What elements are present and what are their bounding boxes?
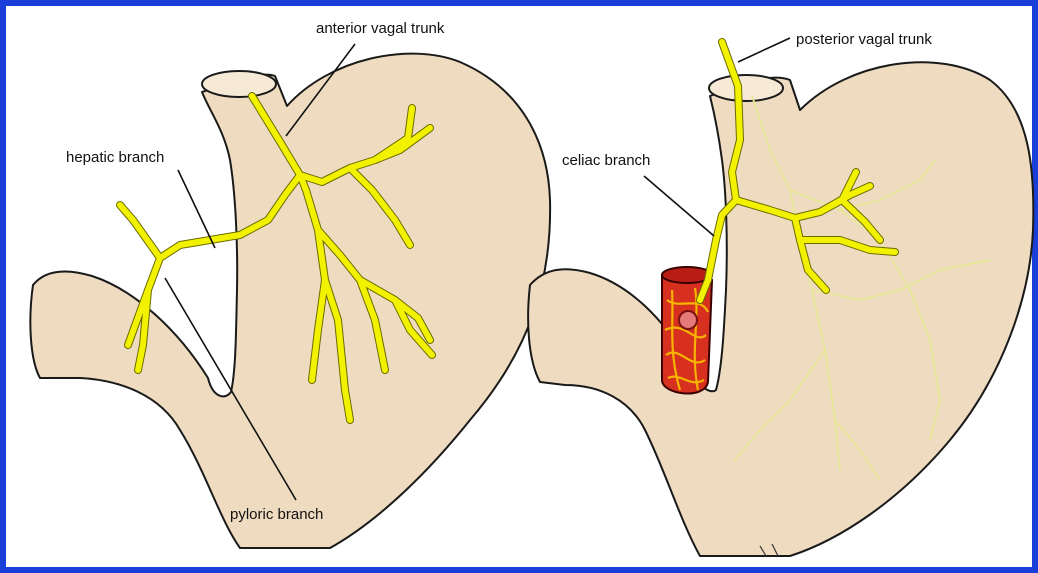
label-posterior-vagal-trunk: posterior vagal trunk <box>796 31 932 48</box>
left-stomach-body <box>30 54 550 548</box>
right-stomach-body <box>528 62 1033 556</box>
leader-celiac-branch <box>644 176 714 236</box>
label-anterior-vagal-trunk: anterior vagal trunk <box>316 20 445 37</box>
label-hepatic-branch: hepatic branch <box>66 149 164 166</box>
leader-posterior-vagal-trunk <box>738 38 790 62</box>
right-esophagus-opening <box>709 75 783 101</box>
leader-hepatic-branch <box>178 170 215 248</box>
label-pyloric-branch: pyloric branch <box>230 506 323 523</box>
left-stomach-illustration <box>30 44 550 548</box>
label-celiac-branch: celiac branch <box>562 152 650 169</box>
right-stomach-illustration <box>528 38 1033 556</box>
left-esophagus-opening <box>202 71 276 97</box>
